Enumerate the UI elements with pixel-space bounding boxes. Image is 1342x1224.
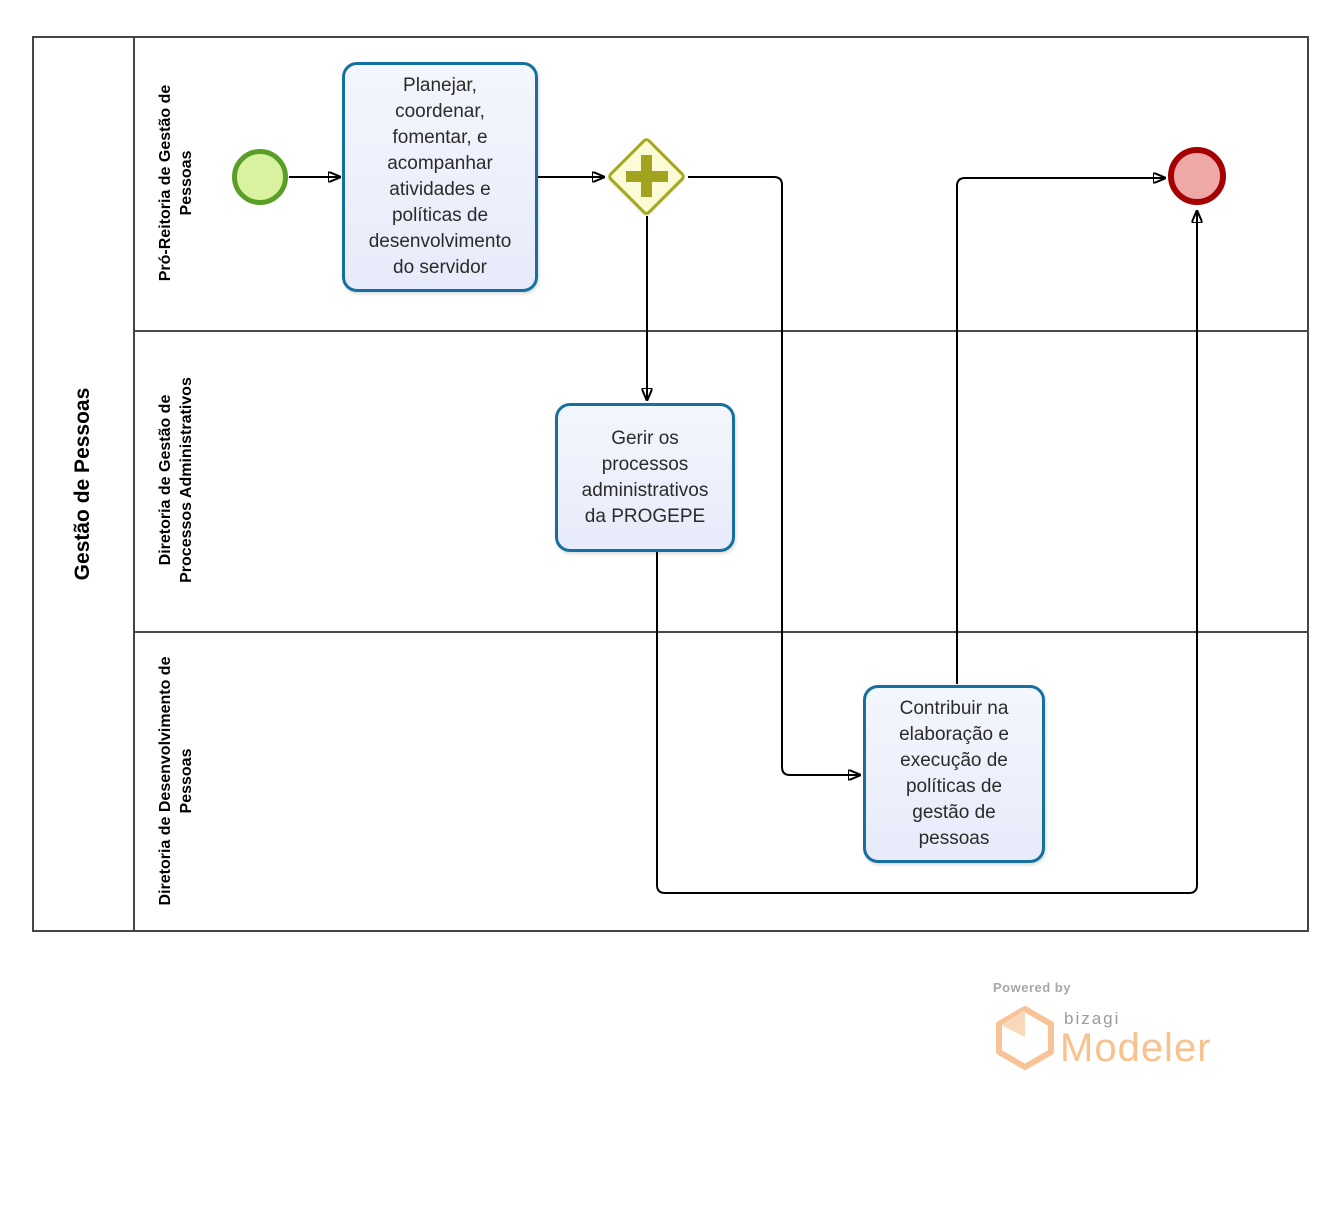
bizagi-wordmark: bizagi [1064, 1009, 1121, 1028]
pool-label: Gestão de Pessoas [71, 387, 94, 581]
bizagi-modeler-branding: Powered by bizagi Modeler [990, 978, 1250, 1078]
powered-by-text: Powered by [993, 980, 1071, 995]
plus-icon [641, 155, 652, 197]
task-label: Planejar, coordenar, fomentar, e acompan… [368, 75, 512, 278]
task-planejar[interactable]: Planejar, coordenar, fomentar, e acompan… [342, 62, 538, 292]
start-event[interactable] [232, 149, 288, 205]
task-contribuir[interactable]: Contribuir na elaboração e execução de p… [863, 685, 1045, 863]
lane-label-pro-reitoria: Pró-Reitoria de Gestão de Pessoas [157, 84, 195, 282]
modeler-wordmark: Modeler [1060, 1026, 1212, 1070]
lane-label-gestao-processos: Diretoria de Gestão de Processos Adminis… [157, 377, 195, 583]
pool-header-divider [133, 36, 135, 932]
task-label: Gerir os processos administrativos da PR… [581, 427, 709, 527]
lane-label-desenvolvimento: Diretoria de Desenvolvimento de Pessoas [157, 656, 195, 906]
lane-divider [135, 330, 1309, 332]
task-gerir[interactable]: Gerir os processos administrativos da PR… [555, 403, 735, 552]
end-event[interactable] [1168, 147, 1226, 205]
task-label: Contribuir na elaboração e execução de p… [899, 698, 1009, 849]
bizagi-hexagon-icon [996, 1006, 1054, 1070]
lane-divider [135, 631, 1309, 633]
